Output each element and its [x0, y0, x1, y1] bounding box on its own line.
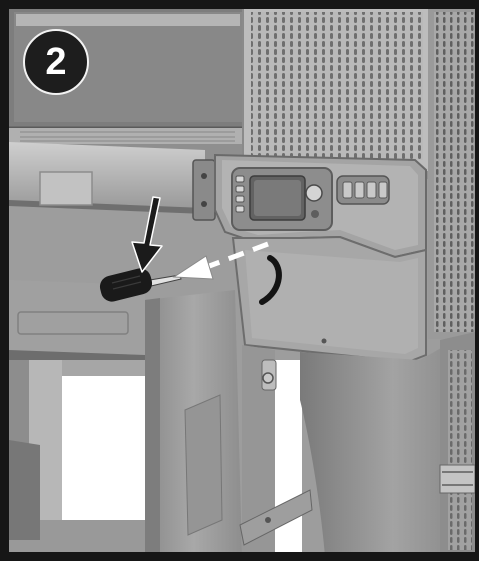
screwdriver-icon — [99, 268, 182, 302]
cross-brace — [239, 489, 313, 546]
control-knob — [305, 184, 323, 202]
step-number-badge: 2 — [23, 29, 89, 95]
side-shelf — [9, 142, 205, 208]
handle — [259, 255, 282, 305]
rear-leg — [242, 345, 275, 556]
step-number-text: 2 — [45, 40, 67, 83]
latch — [439, 464, 476, 494]
dashed-arrow-left-icon — [172, 241, 269, 280]
grill-grate — [9, 128, 244, 144]
arrow-down-icon — [131, 196, 163, 273]
hopper-body — [300, 340, 455, 556]
